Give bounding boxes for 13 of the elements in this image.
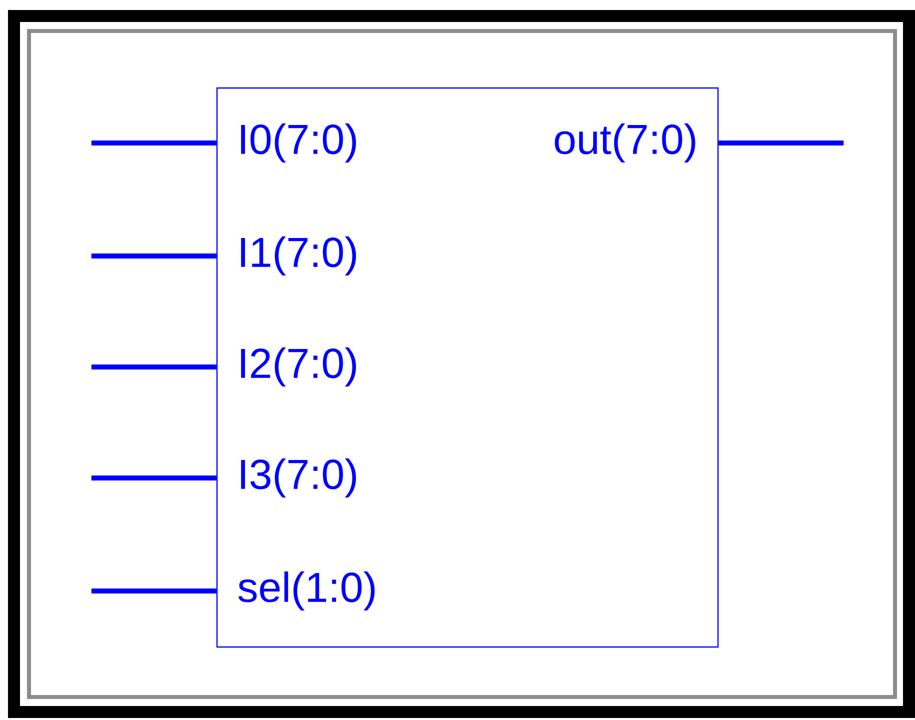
- wire-line: [91, 254, 216, 258]
- pin-label: I1(7:0): [241, 236, 356, 276]
- pin-label: I2(7:0): [241, 347, 356, 387]
- wire-line: [91, 476, 216, 480]
- wire-line: [91, 140, 216, 146]
- wire-line: [718, 140, 844, 146]
- block-box: [216, 87, 719, 648]
- pin-label: I0(7:0): [241, 123, 356, 163]
- pin-label: sel(1:0): [238, 571, 375, 611]
- wire-line: [91, 364, 216, 370]
- pin-label: out(7:0): [554, 123, 696, 163]
- pin-label: I3(7:0): [241, 458, 356, 498]
- wire-line: [91, 588, 216, 594]
